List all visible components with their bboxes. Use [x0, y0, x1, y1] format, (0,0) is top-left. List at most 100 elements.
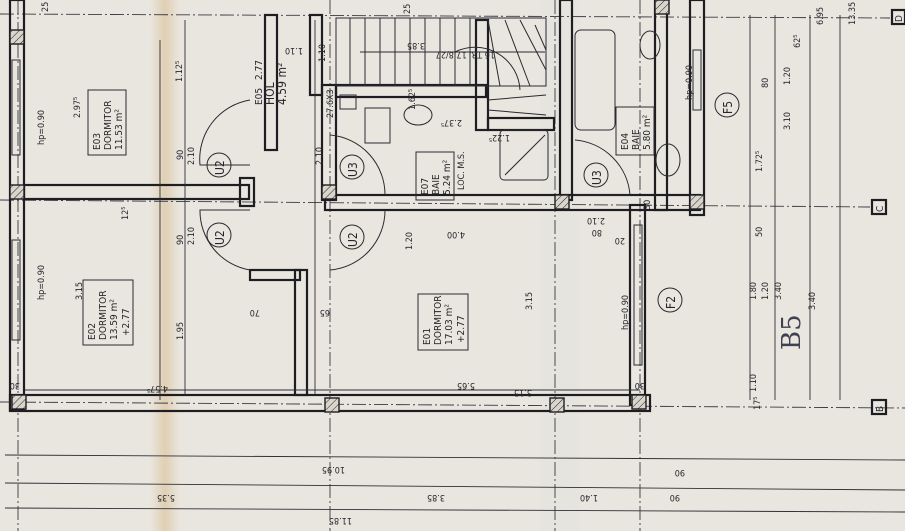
stair-label: 16 TR. 17.8/27: [436, 49, 495, 59]
room-e04: E04 BAIE 5.80 m²: [615, 106, 655, 156]
dimension-label: 6.95: [816, 7, 826, 25]
room-code: E04: [620, 133, 631, 150]
dimension-label: 1.20: [783, 67, 793, 85]
room-name: DORMITOR: [98, 291, 109, 341]
paper-fold: [150, 0, 180, 531]
room-e02: E02 DORMITOR 13.59 m² +2.77: [82, 279, 134, 346]
room-code: E03: [92, 133, 103, 150]
room-level: +2.77: [121, 308, 132, 336]
room-area: 4.59 m²: [275, 63, 289, 105]
room-name: BAIE: [631, 129, 642, 150]
dimension-label: 1.20: [405, 232, 415, 250]
room-name: HOL: [263, 82, 277, 105]
room-code: E02: [87, 323, 98, 340]
dimension-label: 1.95: [176, 322, 186, 340]
window-tag: F2: [657, 287, 683, 313]
window-sill-label: hp=0.90: [37, 265, 47, 300]
dimension-label: 3.10: [783, 112, 793, 130]
dimension-lines: [4, 15, 905, 513]
dimension-label: 1.10: [285, 45, 303, 55]
room-code: E01: [422, 328, 433, 345]
svg-text:B: B: [875, 406, 886, 412]
svg-text:F2: F2: [664, 296, 678, 309]
door-tag: U2: [206, 152, 232, 178]
room-e03: E03 DORMITOR 11.53 m²: [87, 89, 127, 156]
dimension-label: 20: [615, 235, 625, 245]
dimension-label: 12⁵: [121, 206, 131, 220]
room-name: DORMITOR: [433, 296, 444, 346]
dimension-label: 3.40: [774, 282, 784, 300]
room-e07: E07 BAIE 5.24 m² LOC. M.S.: [415, 151, 467, 201]
room-area: 5.80 m²: [642, 114, 653, 150]
dimension-label: 2.37⁵: [441, 117, 462, 127]
dimension-label: 5.65: [457, 380, 475, 390]
dimension-label: 13.35: [848, 2, 858, 25]
dimension-label: 1.12⁵: [175, 61, 185, 82]
dimension-label: 3.15: [525, 292, 535, 310]
dimension-label: 1.20: [761, 282, 771, 300]
room-name: BAIE: [431, 174, 442, 195]
room-e01: E01 DORMITOR 17.03 m² +2.77: [417, 293, 469, 351]
sanitary-fixtures: [339, 29, 681, 181]
dimension-label: 1.72⁵: [755, 151, 765, 172]
dimension-label: 2.97⁵: [73, 97, 83, 118]
shower-label: 1.22⁵: [489, 132, 510, 142]
door-tag: U2: [339, 224, 365, 250]
dimension-label: 3.15: [75, 282, 85, 300]
svg-text:D: D: [894, 15, 905, 22]
dimension-label: 4.57⁵: [147, 383, 168, 393]
dimension-label: 5.35: [157, 492, 175, 502]
room-level: +2.77: [456, 315, 467, 343]
window-sill-label: hp=0.90: [37, 110, 47, 145]
dimension-label: 2.10: [315, 147, 325, 165]
dimension-label: 90: [176, 235, 186, 245]
svg-text:C: C: [875, 206, 886, 212]
dimension-label: 2.10: [187, 147, 197, 165]
dimension-label: 90: [675, 467, 685, 477]
dimension-label: 62⁵: [793, 34, 803, 48]
axis-label-d: D: [890, 8, 905, 26]
svg-text:U2: U2: [213, 230, 227, 245]
shaft-label: 27.6X3: [326, 89, 336, 118]
dimension-label: 3.15: [514, 387, 532, 397]
room-area: 17.03 m²: [444, 304, 455, 345]
doors: [199, 99, 631, 271]
door-tag: U2: [206, 222, 232, 248]
dimension-label: 65: [320, 307, 330, 317]
axis-label-b: B: [870, 398, 888, 416]
svg-text:U2: U2: [346, 232, 360, 247]
stairs: [335, 17, 547, 116]
axis-label-c: C: [870, 198, 888, 216]
room-e05: E05 2.77 HOL 4.59 m²: [254, 60, 289, 105]
dimension-label: 80: [592, 227, 602, 237]
door-tag: U3: [583, 162, 609, 188]
svg-text:U3: U3: [346, 162, 360, 177]
dimension-label: 25: [403, 4, 413, 14]
dimension-label: 30: [10, 380, 20, 390]
svg-text:U2: U2: [213, 160, 227, 175]
room-area: 13.59 m²: [109, 299, 120, 340]
dimension-label: 1.80: [749, 282, 759, 300]
dimension-label: 70: [250, 307, 260, 317]
dimension-label: 90: [670, 492, 680, 502]
room-area: 11.53 m²: [114, 109, 125, 150]
dimension-label: 1.10: [318, 44, 328, 62]
dimension-label: 3.85: [407, 40, 425, 50]
door-tag: U3: [339, 154, 365, 180]
dimension-label: 90: [176, 150, 186, 160]
window-sill-label: hp=0.90: [621, 295, 631, 330]
room-level: 2.77: [254, 60, 265, 80]
walls: [8, 0, 706, 413]
dimension-label: 80: [761, 78, 771, 88]
room-code: E05: [254, 88, 265, 105]
dimension-label: 11.85: [329, 515, 352, 525]
room-name: DORMITOR: [103, 101, 114, 151]
dimension-label: 10.95: [322, 464, 345, 474]
room-note: LOC. M.S.: [457, 151, 467, 190]
windows: [11, 49, 702, 366]
window-tag: F5: [714, 92, 740, 118]
handwritten-note: B5: [777, 314, 807, 350]
